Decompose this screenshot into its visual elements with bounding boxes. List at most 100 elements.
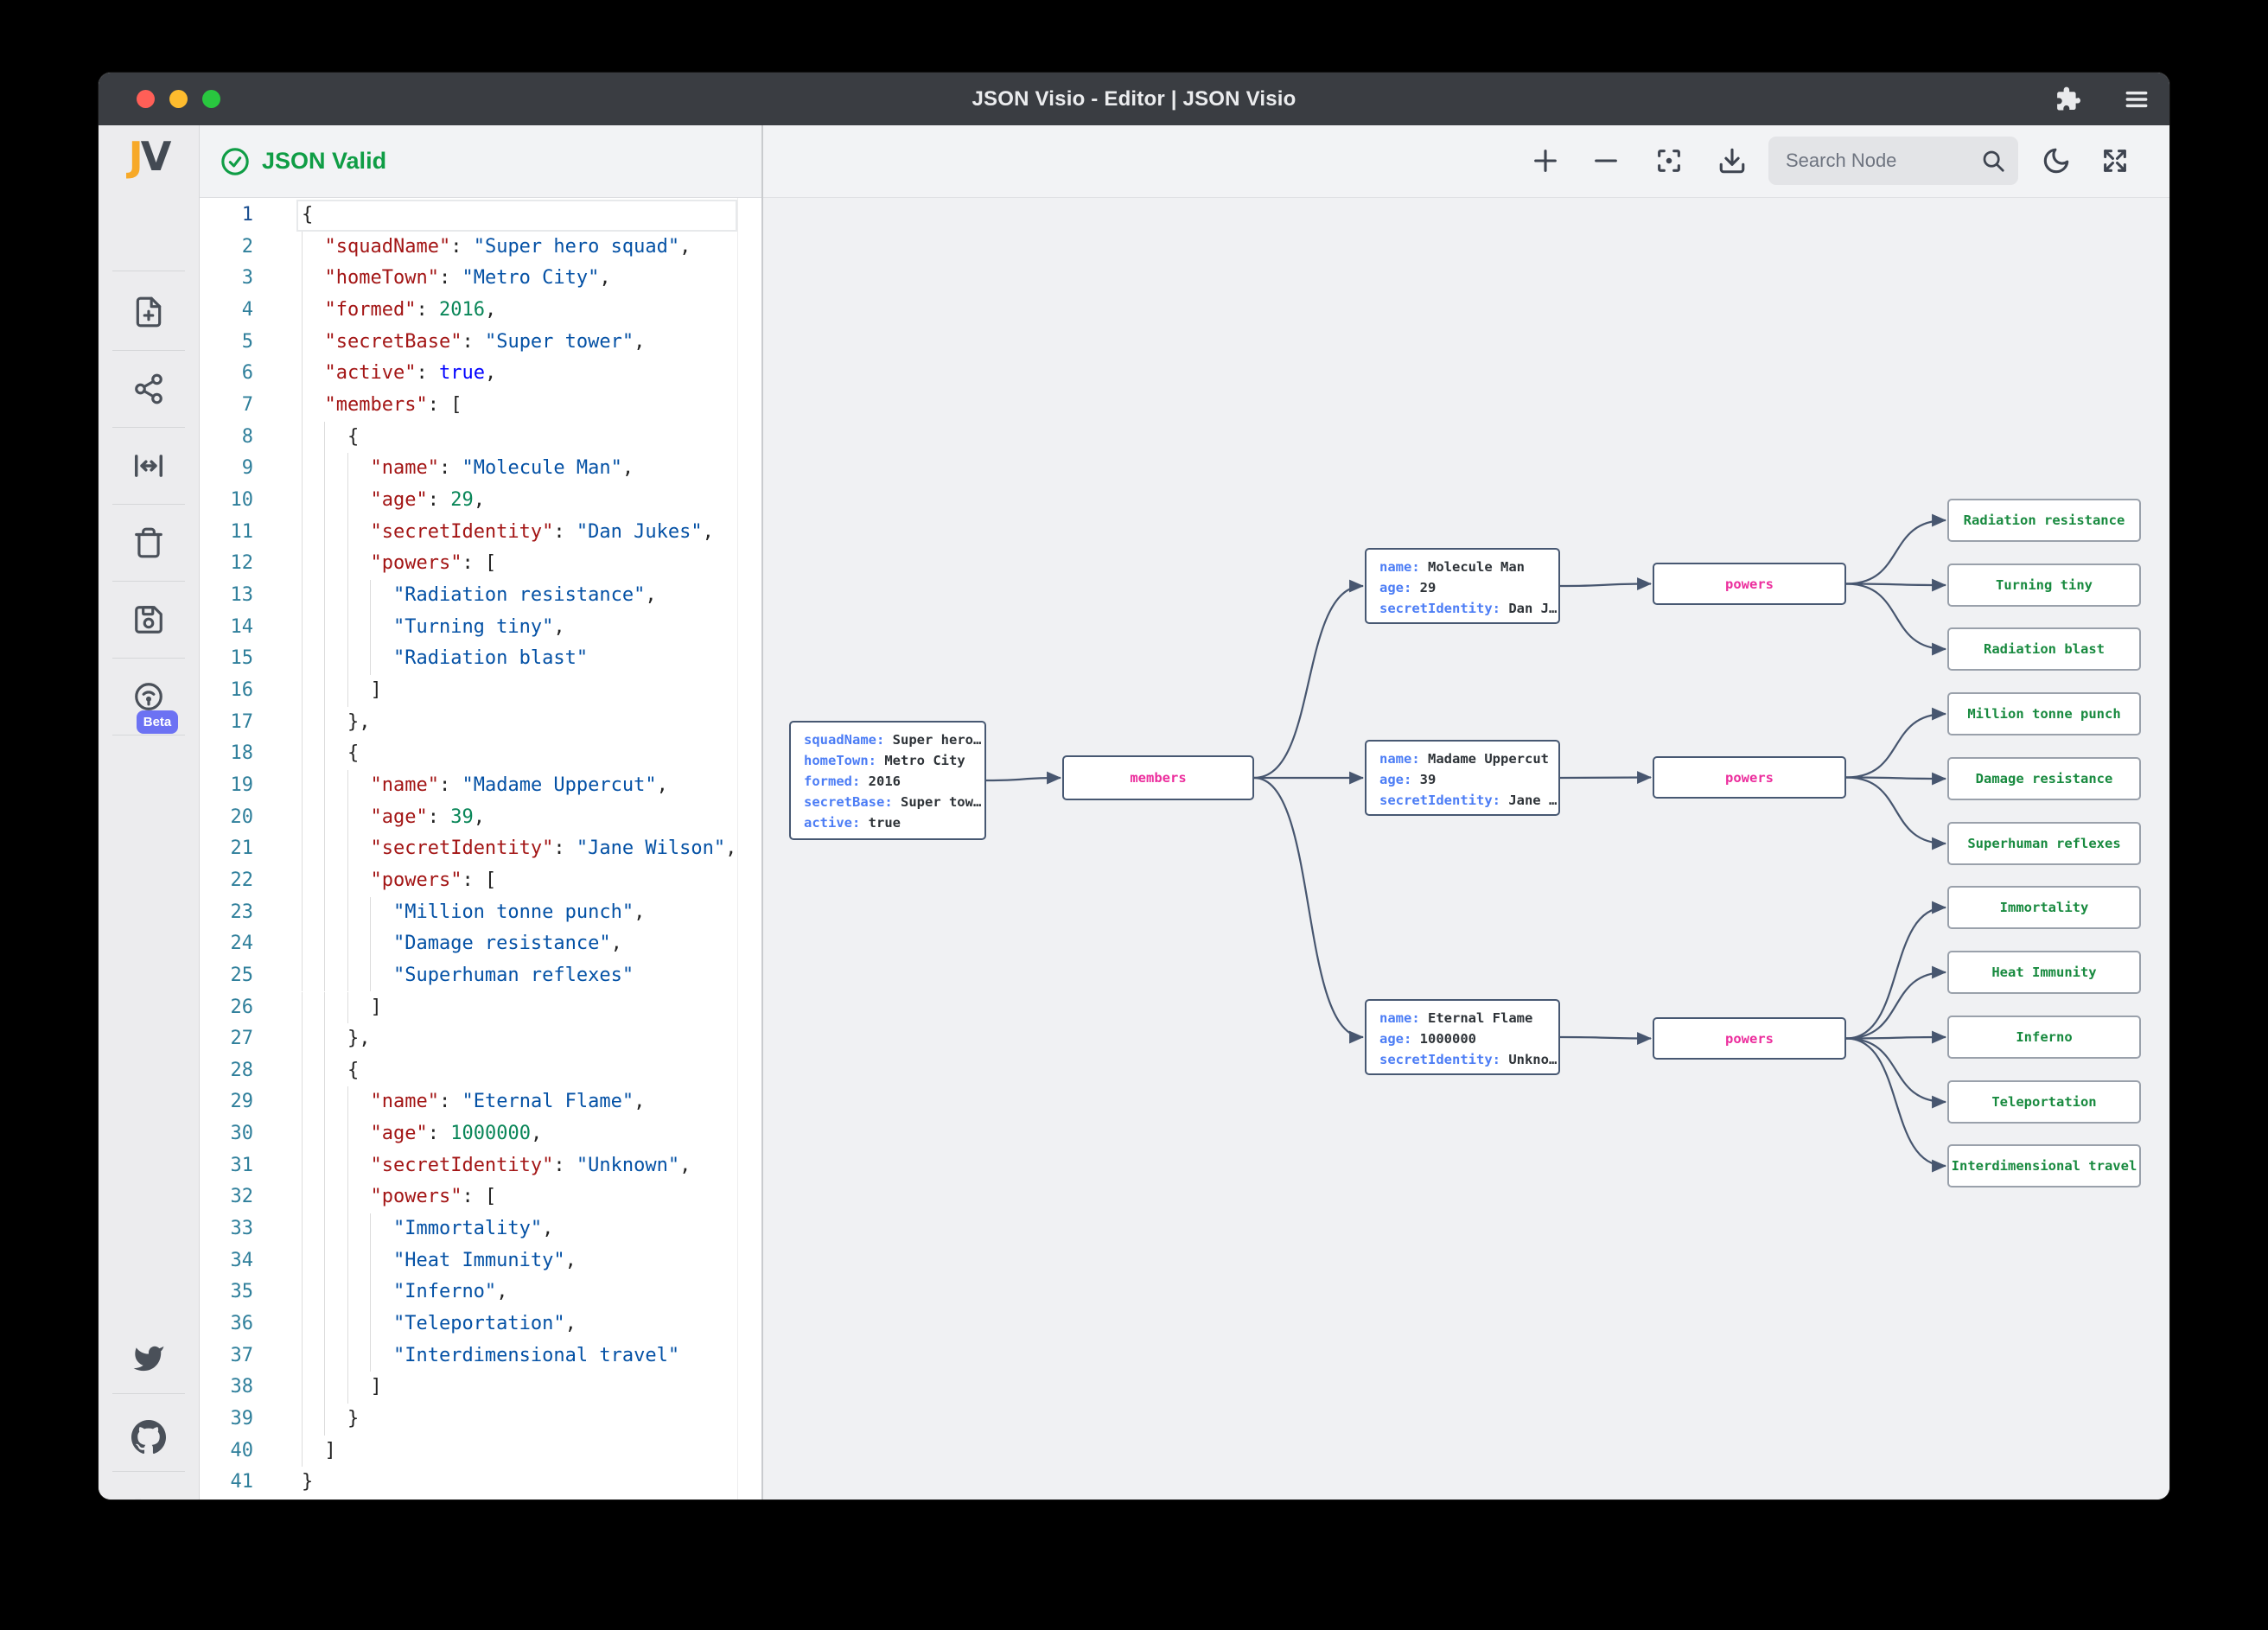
app-logo[interactable]: JV [99, 130, 199, 183]
indent-guide [347, 769, 348, 802]
editor-line[interactable]: 3 "homeTown": "Metro City", [200, 263, 761, 295]
node-row: secretIdentity: Jane … [1379, 793, 1558, 808]
editor-line[interactable]: 25 "Superhuman reflexes" [200, 959, 761, 992]
sidebar-item-github[interactable] [128, 1417, 169, 1458]
editor-line[interactable]: 38 ] [200, 1372, 761, 1404]
editor-line[interactable]: 18 { [200, 738, 761, 770]
editor-line[interactable]: 40 ] [200, 1435, 761, 1468]
editor-line[interactable]: 11 "secretIdentity": "Dan Jukes", [200, 516, 761, 549]
indent-guide [370, 928, 372, 960]
graph-node-powers-3[interactable]: powers [1653, 1017, 1846, 1060]
editor-line[interactable]: 19 "name": "Madame Uppercut", [200, 769, 761, 802]
indent-guide [324, 959, 326, 992]
editor-line[interactable]: 16 ] [200, 674, 761, 707]
indent-guide [302, 263, 303, 295]
editor-line[interactable]: 10 "age": 29, [200, 484, 761, 517]
window-titlebar: JSON Visio - Editor | JSON Visio [99, 73, 2169, 125]
editor-line[interactable]: 6 "active": true, [200, 358, 761, 390]
graph-node-leaf-8[interactable]: Heat Immunity [1947, 951, 2141, 994]
zoom-in-button[interactable] [1526, 142, 1564, 180]
editor-line[interactable]: 39 } [200, 1404, 761, 1436]
editor-line[interactable]: 12 "powers": [ [200, 548, 761, 580]
sidebar-item-fit-width[interactable] [128, 445, 169, 487]
search-input[interactable] [1768, 137, 2018, 185]
graph-node-leaf-6[interactable]: Superhuman reflexes [1947, 822, 2141, 865]
graph-edge [1845, 965, 1947, 1040]
graph-node-leaf-11[interactable]: Interdimensional travel [1947, 1144, 2141, 1187]
editor-line[interactable]: 21 "secretIdentity": "Jane Wilson", [200, 833, 761, 865]
editor-line[interactable]: 22 "powers": [ [200, 864, 761, 897]
editor-line[interactable]: 26 ] [200, 991, 761, 1024]
theme-toggle-button[interactable] [2037, 142, 2075, 180]
minimize-button[interactable] [169, 90, 188, 108]
editor-line[interactable]: 20 "age": 39, [200, 801, 761, 834]
editor-line[interactable]: 41} [200, 1467, 761, 1499]
editor-line[interactable]: 23 "Million tonne punch", [200, 896, 761, 929]
editor-line[interactable]: 28 { [200, 1054, 761, 1087]
editor-line[interactable]: 31 "secretIdentity": "Unknown", [200, 1149, 761, 1182]
editor-line[interactable]: 4 "formed": 2016, [200, 294, 761, 327]
sidebar-item-live[interactable] [128, 676, 169, 717]
graph-node-root[interactable]: squadName: Super hero…homeTown: Metro Ci… [789, 721, 986, 840]
graph-edge [1253, 579, 1365, 780]
code-editor[interactable]: 1{2 "squadName": "Super hero squad",3 "h… [200, 198, 761, 1499]
fullscreen-button[interactable] [2096, 142, 2134, 180]
graph-canvas[interactable]: squadName: Super hero…homeTown: Metro Ci… [763, 198, 2169, 1499]
editor-line[interactable]: 36 "Teleportation", [200, 1308, 761, 1340]
sidebar-item-twitter[interactable] [128, 1338, 169, 1379]
editor-line[interactable]: 35 "Inferno", [200, 1277, 761, 1309]
graph-node-leaf-10[interactable]: Teleportation [1947, 1080, 2141, 1124]
graph-node-leaf-7[interactable]: Immortality [1947, 886, 2141, 929]
fit-width-icon [132, 449, 165, 482]
editor-line[interactable]: 32 "powers": [ [200, 1181, 761, 1214]
center-view-button[interactable] [1650, 142, 1688, 180]
editor-line[interactable]: 29 "name": "Eternal Flame", [200, 1086, 761, 1119]
graph-node-leaf-1[interactable]: Radiation resistance [1947, 499, 2141, 542]
code-text: "secretIdentity": "Jane Wilson", [370, 837, 737, 860]
graph-node-powers-1[interactable]: powers [1653, 563, 1846, 605]
sidebar-item-new-document[interactable] [128, 291, 169, 333]
sidebar-item-graph[interactable] [128, 368, 169, 410]
graph-node-leaf-3[interactable]: Radiation blast [1947, 627, 2141, 671]
download-button[interactable] [1713, 142, 1751, 180]
sidebar-item-delete[interactable] [128, 522, 169, 563]
editor-line[interactable]: 5 "secretBase": "Super tower", [200, 326, 761, 359]
extensions-button[interactable] [2054, 85, 2083, 114]
indent-guide [302, 706, 303, 739]
node-row: active: true [804, 815, 901, 831]
close-button[interactable] [137, 90, 155, 108]
editor-line[interactable]: 37 "Interdimensional travel" [200, 1340, 761, 1372]
editor-line[interactable]: 9 "name": "Molecule Man", [200, 453, 761, 485]
graph-node-leaf-9[interactable]: Inferno [1947, 1016, 2141, 1059]
graph-node-members[interactable]: members [1062, 755, 1254, 800]
editor-line[interactable]: 17 }, [200, 706, 761, 739]
editor-line[interactable]: 33 "Immortality", [200, 1213, 761, 1245]
node-label: powers [1725, 1030, 1774, 1047]
line-number: 32 [230, 1186, 254, 1208]
sidebar-item-save[interactable] [128, 599, 169, 640]
editor-line[interactable]: 7 "members": [ [200, 389, 761, 422]
editor-line[interactable]: 15 "Radiation blast" [200, 643, 761, 675]
editor-line[interactable]: 2 "squadName": "Super hero squad", [200, 231, 761, 264]
graph-node-leaf-4[interactable]: Million tonne punch [1947, 692, 2141, 735]
editor-line[interactable]: 1{ [200, 200, 761, 232]
editor-scrollbar-track[interactable] [737, 198, 738, 1499]
maximize-button[interactable] [202, 90, 220, 108]
graph-node-leaf-5[interactable]: Damage resistance [1947, 757, 2141, 800]
editor-line[interactable]: 27 }, [200, 1023, 761, 1055]
zoom-out-button[interactable] [1587, 142, 1625, 180]
editor-line[interactable]: 24 "Damage resistance", [200, 928, 761, 960]
editor-line[interactable]: 8 { [200, 421, 761, 454]
editor-line[interactable]: 14 "Turning tiny", [200, 611, 761, 644]
graph-node-leaf-2[interactable]: Turning tiny [1947, 563, 2141, 607]
search-icon[interactable] [1980, 148, 2006, 174]
editor-line[interactable]: 13 "Radiation resistance", [200, 579, 761, 612]
menu-button[interactable] [2123, 85, 2152, 114]
graph-node-powers-2[interactable]: powers [1653, 756, 1846, 799]
sidebar-item-patreon[interactable] [128, 1492, 169, 1499]
editor-line[interactable]: 30 "age": 1000000, [200, 1118, 761, 1150]
editor-line[interactable]: 34 "Heat Immunity", [200, 1245, 761, 1277]
